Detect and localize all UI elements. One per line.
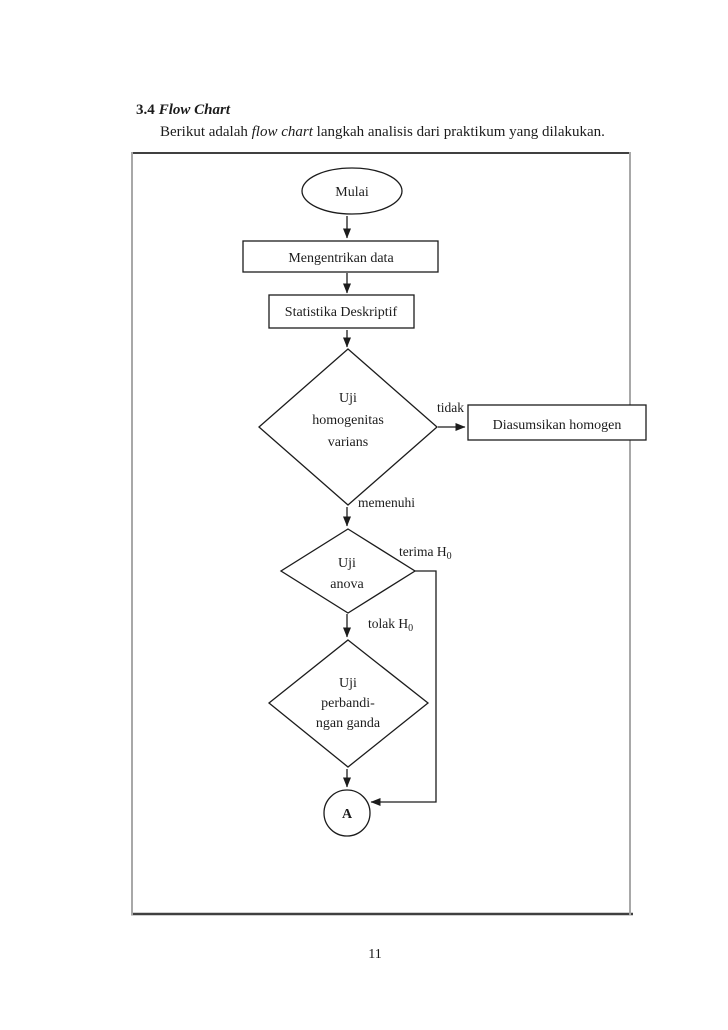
intro-text-before: Berikut adalah: [160, 124, 252, 140]
anova-test-label-line2: anova: [330, 577, 364, 592]
flowchart-frame: [131, 152, 633, 916]
multiple-comparison-diamond: [267, 639, 430, 768]
intro-text-italic: flow chart: [251, 124, 313, 140]
edge-label-terima-h0: terima H0: [399, 544, 452, 562]
descriptive-stats-label: Statistika Deskriptif: [285, 305, 398, 320]
multiple-comparison-label-line2: perbandi-: [321, 696, 375, 711]
edge-label-tolak-h0: tolak H0: [368, 616, 413, 634]
assumed-homogeneous-box: [467, 404, 647, 441]
homogeneity-test-label-line2: homogenitas: [312, 413, 384, 428]
start-oval: [301, 167, 403, 215]
edge-label-tidak: tidak: [437, 400, 464, 415]
connector-a-circle: [323, 789, 371, 837]
entry-data-label: Mengentrikan data: [288, 251, 394, 266]
edge-terima-to-connector: [370, 570, 437, 806]
descriptive-stats-box: [268, 294, 415, 329]
section-number: 3.4: [136, 102, 155, 118]
homogeneity-test-label-line1: Uji: [339, 391, 357, 406]
assumed-homogeneous-label: Diasumsikan homogen: [493, 418, 622, 433]
multiple-comparison-label-line3: ngan ganda: [316, 716, 381, 731]
anova-test-diamond: [279, 528, 417, 614]
multiple-comparison-label-line1: Uji: [339, 676, 357, 691]
section-title: Flow Chart: [158, 102, 231, 118]
intro-text-after: langkah analisis dari praktikum yang dil…: [312, 124, 605, 140]
homogeneity-test-label-line3: varians: [328, 435, 368, 450]
intro-paragraph: Berikut adalah flow chart langkah analis…: [160, 124, 605, 141]
entry-data-box: [242, 240, 439, 273]
page-number: 11: [368, 947, 382, 962]
connector-a-label: A: [342, 807, 353, 822]
start-label: Mulai: [335, 185, 369, 200]
anova-test-label-line1: Uji: [338, 556, 356, 571]
homogeneity-test-diamond: [258, 348, 438, 506]
edge-label-memenuhi: memenuhi: [358, 495, 415, 510]
